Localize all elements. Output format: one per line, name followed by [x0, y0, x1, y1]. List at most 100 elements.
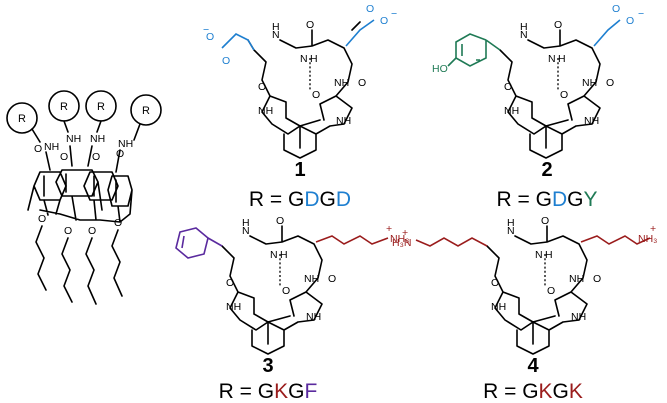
cmp1-hn: NH	[334, 77, 349, 89]
cmp3-lys-plus: +	[386, 223, 392, 235]
cmp3-hn: NH	[304, 273, 319, 285]
r-circle-1: R	[6, 102, 38, 134]
cmp1-o-mid: O	[312, 89, 320, 101]
scaffold-o-lower-1: O	[38, 213, 46, 225]
cmp4-lys2-plus: +	[650, 223, 656, 235]
cmp2-asp-minus: −	[638, 8, 644, 20]
compound-1-r-prefix: R =	[249, 188, 288, 211]
compound-1-seq-4: D	[336, 188, 351, 211]
cmp1-asp2-minus: −	[391, 8, 397, 20]
cmp3-nh-left: NH	[226, 301, 241, 313]
compound-2-structure: HO O − O O N H N H O NH O NH O NH	[432, 3, 644, 159]
scaffold-o-1: O	[34, 143, 42, 155]
cmp4-nh-right: NH	[571, 311, 586, 323]
compound-4-r-prefix: R =	[483, 380, 522, 403]
compound-2-seq-2: D	[552, 188, 567, 211]
cmp3-h-1: H	[242, 217, 250, 229]
cmp1-asp1-minus: −	[203, 24, 209, 36]
compound-4-formula: R = GKGK	[483, 380, 583, 403]
cmp2-tyr-ho: HO	[432, 63, 448, 75]
cmp2-asp-o: O	[612, 3, 620, 15]
scaffold-o-lower-3: O	[88, 225, 96, 237]
cmp1-nh-right: NH	[336, 115, 351, 127]
compound-3-seq-2: K	[274, 380, 288, 403]
compound-1-formula: R = GDGD	[249, 188, 351, 211]
cmp4-o-top: O	[541, 215, 549, 227]
compound-2-seq-3: G	[567, 188, 583, 211]
compound-1-seq-3: G	[320, 188, 336, 211]
scaffold-nh-3: NH	[90, 133, 105, 145]
cmp3-o-top: O	[276, 215, 284, 227]
compound-1-seq-2: D	[304, 188, 319, 211]
cmp2-o-top: O	[554, 19, 562, 31]
r-circle-3: R	[85, 90, 117, 122]
calixarene-scaffold: R R R R NH NH NH NH O O O O O O	[6, 90, 162, 305]
cmp4-o-left: O	[491, 277, 499, 289]
cmp4-nh-left: NH	[491, 301, 506, 313]
scaffold-nh-1: NH	[44, 141, 59, 153]
cmp4-o-right: O	[593, 273, 601, 285]
cmp4-n-2: N	[535, 249, 543, 261]
cmp2-n-2: N	[548, 53, 556, 65]
compound-4-number: 4	[527, 355, 539, 377]
cmp4-h-2: H	[545, 249, 553, 261]
cmp1-n-1: N	[272, 29, 280, 41]
cmp3-n-1: N	[242, 225, 250, 237]
compound-4-structure: H₃N + NH₃ + O N H N H O NH O NH O NH	[392, 215, 657, 355]
cmp1-asp2-ominus: O	[380, 15, 388, 27]
cmp2-n-1: N	[520, 29, 528, 41]
compound-3-r-prefix: R =	[219, 380, 258, 403]
r-label-2: R	[60, 101, 68, 113]
compound-2-number: 2	[541, 159, 552, 181]
cmp3-h-2: H	[280, 249, 288, 261]
cmp3-n-2: N	[270, 249, 278, 261]
compound-4-seq-2: K	[539, 380, 553, 403]
compound-2-seq-4: Y	[583, 188, 597, 211]
cmp2-nh-right: NH	[584, 115, 599, 127]
cmp1-asp1-o: O	[222, 55, 230, 67]
cmp2-h-1: H	[520, 21, 528, 33]
compound-3-number: 3	[262, 355, 273, 377]
cmp2-hn: NH	[582, 77, 597, 89]
cmp4-hn: NH	[569, 273, 584, 285]
scaffold-o-3: O	[92, 151, 100, 163]
compound-4-seq-1: G	[522, 380, 538, 403]
cmp2-o-mid: O	[560, 89, 568, 101]
compound-1-number: 1	[294, 159, 305, 181]
r-circle-2: R	[48, 90, 80, 122]
scaffold-o-lower-4: O	[114, 217, 122, 229]
compound-3-structure: NH₃ + O N H N H O NH O NH O NH	[175, 215, 409, 355]
compound-4-seq-4: K	[569, 380, 583, 403]
cmp2-h-2: H	[558, 53, 566, 65]
cmp4-lys1-h3n: H₃N	[392, 237, 411, 249]
cmp1-n-2: N	[300, 53, 308, 65]
compound-4-seq-3: G	[553, 380, 569, 403]
cmp3-o-right: O	[328, 273, 336, 285]
compound-3-formula: R = GKGF	[219, 380, 318, 403]
cmp4-o-mid: O	[547, 285, 555, 297]
r-circle-4: R	[130, 94, 162, 126]
cmp2-asp-ominus: O	[626, 15, 634, 27]
compound-3-seq-3: G	[288, 380, 304, 403]
cmp3-nh-right: NH	[306, 311, 321, 323]
r-label-3: R	[97, 101, 105, 113]
cmp1-asp1-ominus: O	[206, 31, 214, 43]
scaffold-o-4: O	[116, 148, 124, 160]
cmp1-h-2: H	[310, 53, 318, 65]
compound-2-formula: R = GDGY	[497, 188, 598, 211]
cmp1-o-left: O	[258, 81, 266, 93]
r-label-1: R	[18, 113, 26, 125]
cmp1-nh-left: NH	[258, 105, 273, 117]
scaffold-nh-4: NH	[118, 138, 133, 150]
compound-3-seq-4: F	[304, 380, 317, 403]
cmp4-h-1: H	[507, 217, 515, 229]
cmp2-o-left: O	[504, 81, 512, 93]
cmp2-nh-left: NH	[504, 105, 519, 117]
cmp1-h-1: H	[272, 21, 280, 33]
cmp1-o-right: O	[358, 77, 366, 89]
cmp2-o-right: O	[606, 77, 614, 89]
cmp3-o-left: O	[226, 277, 234, 289]
compound-1-structure: O − O O − O O N H N H O NH O NH O NH	[203, 3, 397, 159]
cmp4-n-1: N	[507, 225, 515, 237]
